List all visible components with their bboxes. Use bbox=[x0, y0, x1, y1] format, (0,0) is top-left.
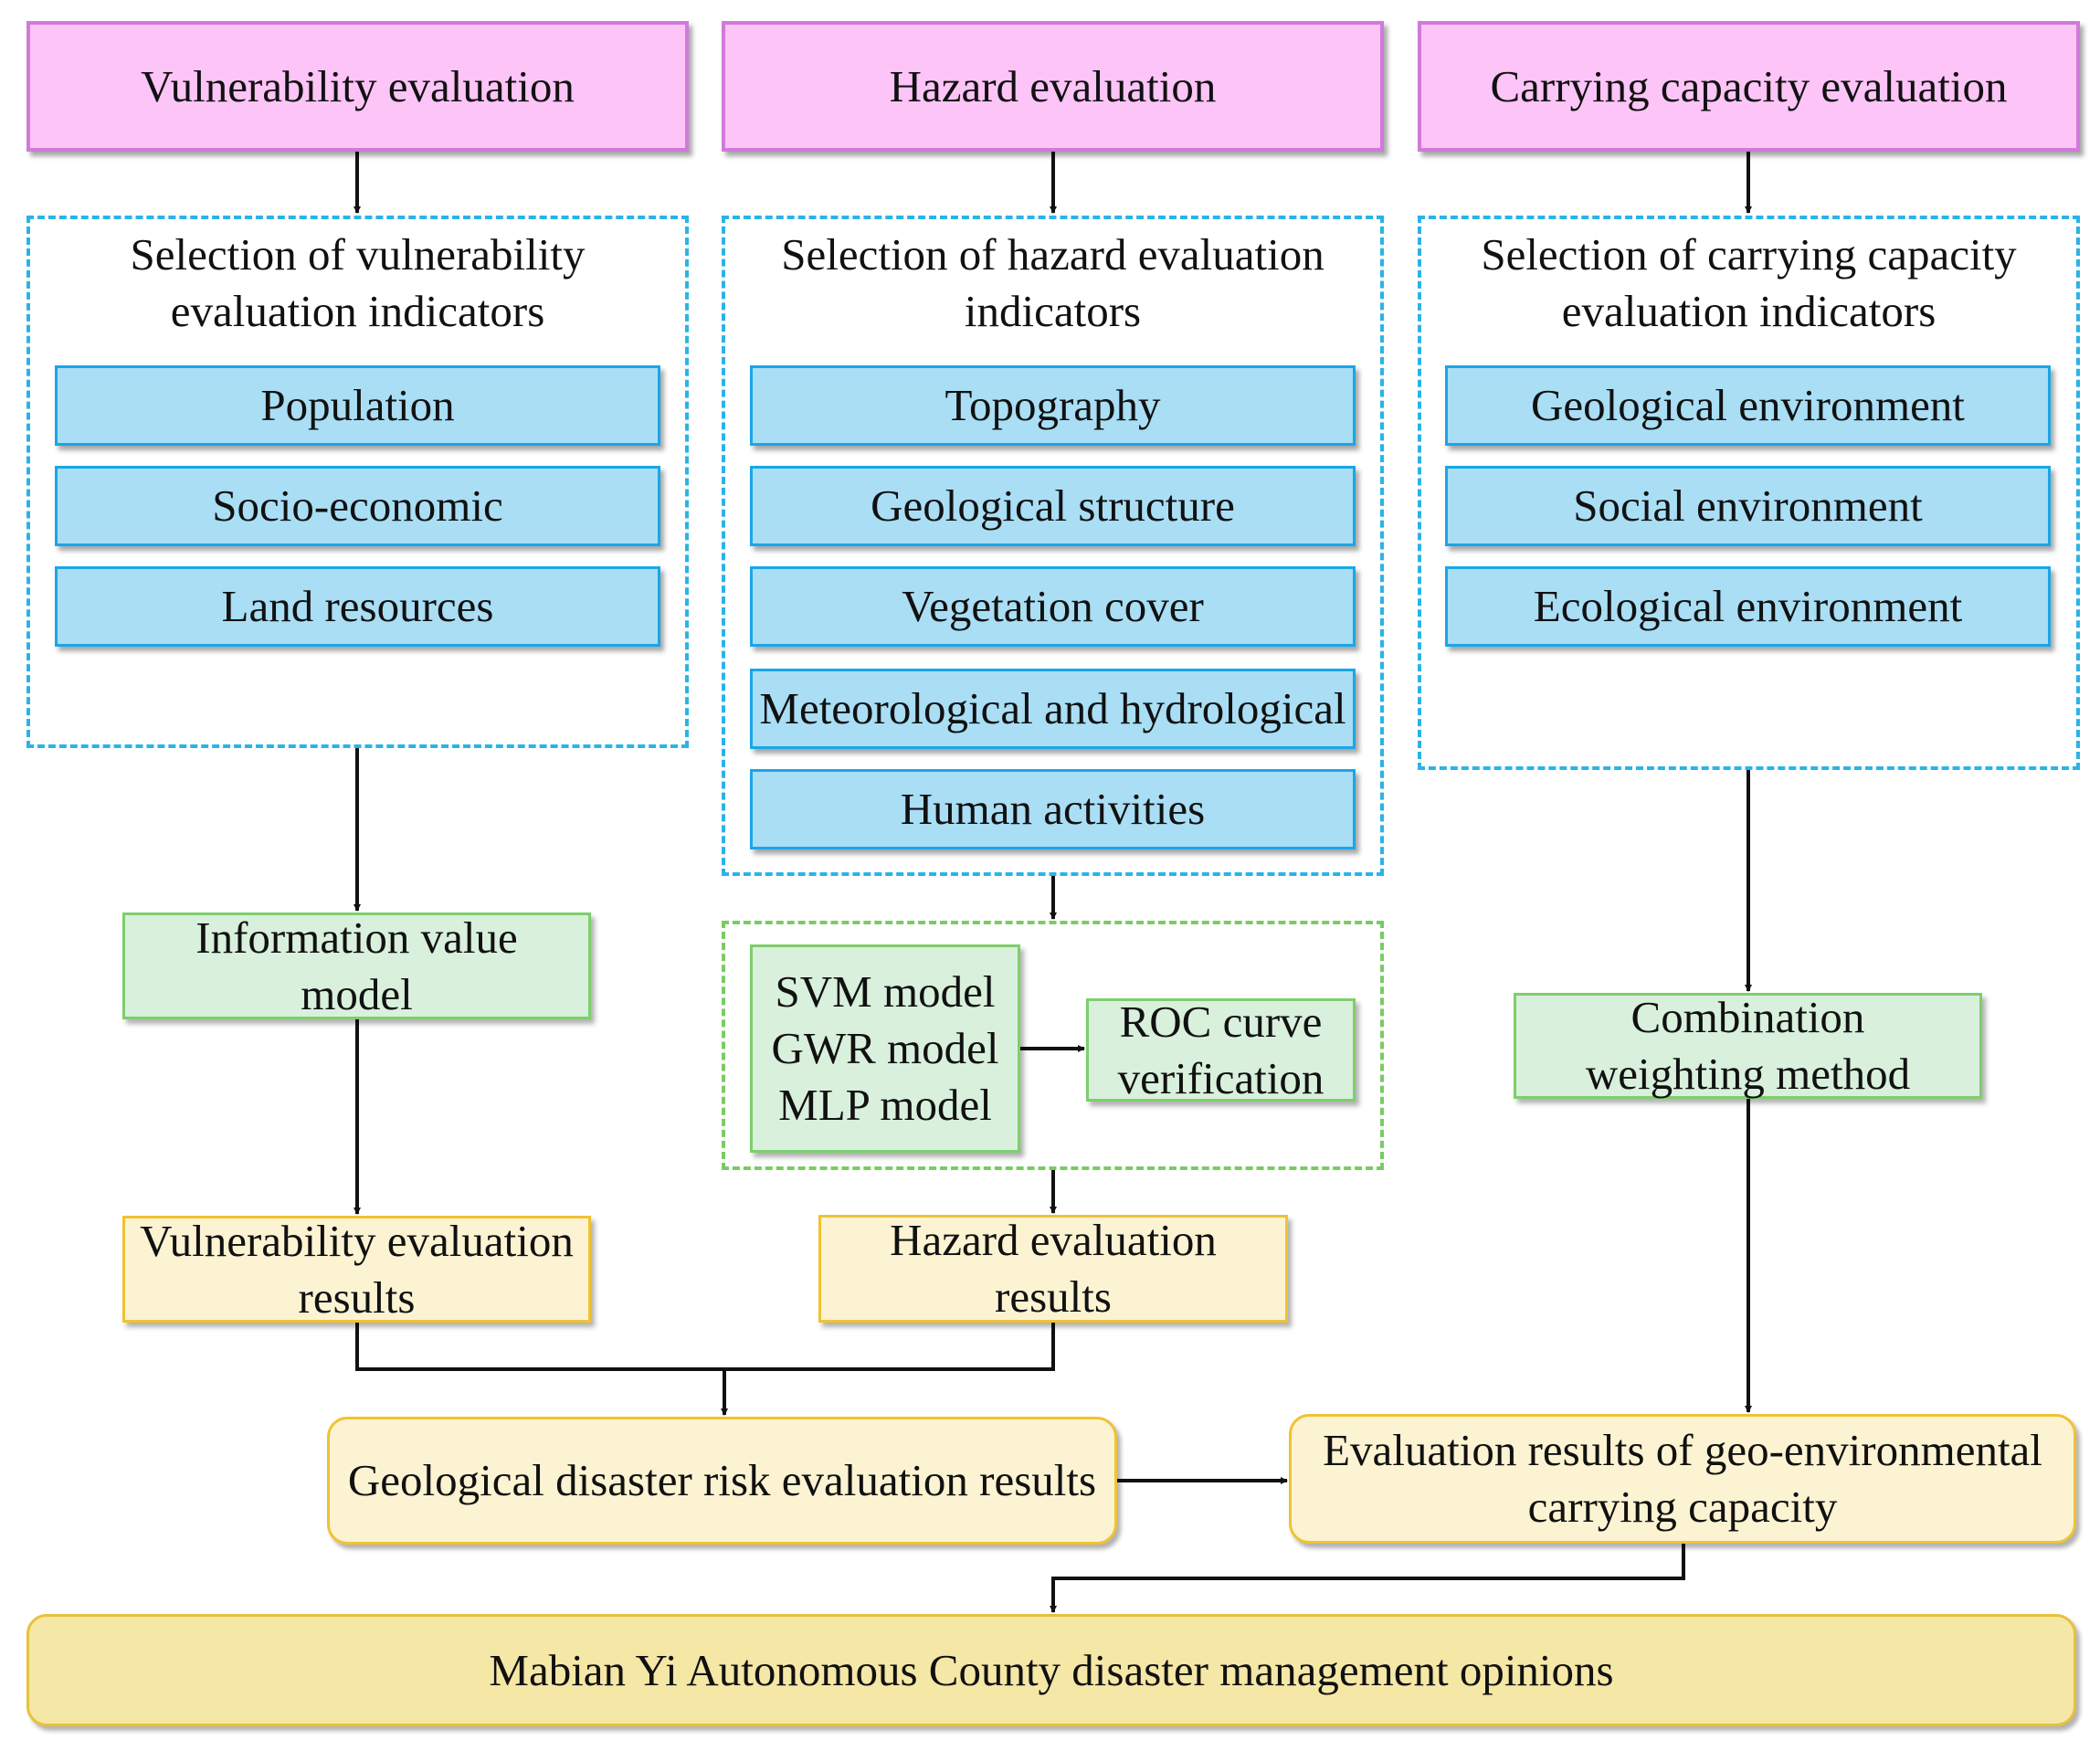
disaster-management-opinions: Mabian Yi Autonomous County disaster man… bbox=[26, 1614, 2076, 1726]
indicator-topography: Topography bbox=[750, 365, 1356, 446]
indicator-human-activities: Human activities bbox=[750, 769, 1356, 849]
combination-weighting-method: Combination weighting method bbox=[1514, 992, 1982, 1099]
hazard-indicator-selection-group bbox=[722, 216, 1384, 876]
indicator-ecological-environment: Ecological environment bbox=[1445, 566, 2051, 647]
information-value-model-line-1: Information value bbox=[195, 912, 518, 963]
gwr-model-label: GWR model bbox=[771, 1023, 999, 1074]
mlp-model-label: MLP model bbox=[778, 1079, 992, 1130]
vulnerability-evaluation-results: Vulnerability evaluation results bbox=[122, 1216, 591, 1323]
indicator-population-label: Population bbox=[260, 380, 455, 431]
indicator-geological-environment-label: Geological environment bbox=[1531, 380, 1965, 431]
geo-env-results-line-2: carrying capacity bbox=[1527, 1482, 1838, 1532]
roc-curve-verification-line-1: ROC curve bbox=[1119, 996, 1323, 1047]
indicator-human-activities-label: Human activities bbox=[900, 784, 1206, 835]
hazard-selection-title-line-1: Selection of hazard evaluation bbox=[781, 229, 1324, 280]
indicator-meteorological-hydrological: Meteorological and hydrological bbox=[750, 669, 1356, 749]
geo-environmental-carrying-capacity-results: Evaluation results of geo-environmental … bbox=[1289, 1414, 2076, 1544]
indicator-land-resources-label: Land resources bbox=[221, 581, 494, 632]
carrying-capacity-evaluation-header-label: Carrying capacity evaluation bbox=[1490, 60, 2008, 111]
information-value-model: Information value model bbox=[122, 912, 591, 1019]
indicator-geological-structure: Geological structure bbox=[750, 466, 1356, 546]
arrow-geo-results-to-final bbox=[1050, 1544, 1685, 1613]
hazard-indicator-selection-title: Selection of hazard evaluation indicator… bbox=[722, 227, 1384, 339]
disaster-management-opinions-label: Mabian Yi Autonomous County disaster man… bbox=[489, 1644, 1614, 1695]
indicator-social-environment: Social environment bbox=[1445, 466, 2051, 546]
indicator-socio-economic: Socio-economic bbox=[55, 466, 660, 546]
roc-curve-verification: ROC curve verification bbox=[1086, 997, 1356, 1103]
connector-results-merge bbox=[355, 1323, 1055, 1371]
information-value-model-line-2: model bbox=[301, 968, 413, 1019]
hazard-selection-title-line-2: indicators bbox=[964, 285, 1142, 336]
carrying-capacity-indicator-selection-group bbox=[1418, 216, 2080, 770]
vulnerability-evaluation-header: Vulnerability evaluation bbox=[26, 21, 689, 152]
ml-models-box: SVM model GWR model MLP model bbox=[750, 944, 1020, 1153]
vulnerability-results-line-2: results bbox=[298, 1271, 416, 1323]
indicator-socio-economic-label: Socio-economic bbox=[212, 480, 503, 532]
vulnerability-indicator-selection-group bbox=[26, 216, 689, 748]
indicator-social-environment-label: Social environment bbox=[1573, 480, 1923, 532]
hazard-results-line-2: results bbox=[995, 1271, 1112, 1322]
geo-env-results-line-1: Evaluation results of geo-environmental bbox=[1323, 1425, 2042, 1476]
indicator-land-resources: Land resources bbox=[55, 566, 660, 647]
carrying-capacity-indicator-selection-title: Selection of carrying capacity evaluatio… bbox=[1418, 227, 2080, 339]
geological-disaster-risk-evaluation-results: Geological disaster risk evaluation resu… bbox=[327, 1417, 1117, 1545]
risk-results-label: Geological disaster risk evaluation resu… bbox=[347, 1455, 1097, 1506]
svm-model-label: SVM model bbox=[775, 966, 996, 1018]
hazard-evaluation-header: Hazard evaluation bbox=[722, 21, 1384, 152]
carrying-capacity-selection-title-line-2: evaluation indicators bbox=[1561, 285, 1936, 336]
carrying-capacity-evaluation-header: Carrying capacity evaluation bbox=[1418, 21, 2080, 152]
carrying-capacity-selection-title-line-1: Selection of carrying capacity bbox=[1481, 229, 2017, 280]
vulnerability-selection-title-line-2: evaluation indicators bbox=[170, 285, 545, 336]
roc-curve-verification-line-2: verification bbox=[1117, 1052, 1324, 1103]
indicator-vegetation-cover-label: Vegetation cover bbox=[902, 581, 1204, 632]
combination-weighting-method-line-1: Combination bbox=[1630, 992, 1865, 1043]
indicator-vegetation-cover: Vegetation cover bbox=[750, 566, 1356, 647]
hazard-models-group bbox=[722, 921, 1384, 1170]
hazard-evaluation-header-label: Hazard evaluation bbox=[889, 60, 1217, 111]
hazard-results-line-1: Hazard evaluation bbox=[890, 1215, 1217, 1266]
indicator-topography-label: Topography bbox=[944, 380, 1161, 431]
hazard-evaluation-results: Hazard evaluation results bbox=[818, 1215, 1288, 1323]
indicator-population: Population bbox=[55, 365, 660, 446]
indicator-meteorological-hydrological-label: Meteorological and hydrological bbox=[759, 683, 1346, 734]
vulnerability-selection-title-line-1: Selection of vulnerability bbox=[130, 229, 586, 280]
vulnerability-indicator-selection-title: Selection of vulnerability evaluation in… bbox=[26, 227, 689, 339]
vulnerability-results-line-1: Vulnerability evaluation bbox=[140, 1215, 574, 1266]
combination-weighting-method-line-2: weighting method bbox=[1585, 1049, 1911, 1099]
indicator-geological-environment: Geological environment bbox=[1445, 365, 2051, 446]
indicator-geological-structure-label: Geological structure bbox=[871, 480, 1235, 532]
indicator-ecological-environment-label: Ecological environment bbox=[1533, 581, 1963, 632]
vulnerability-evaluation-header-label: Vulnerability evaluation bbox=[141, 60, 575, 111]
